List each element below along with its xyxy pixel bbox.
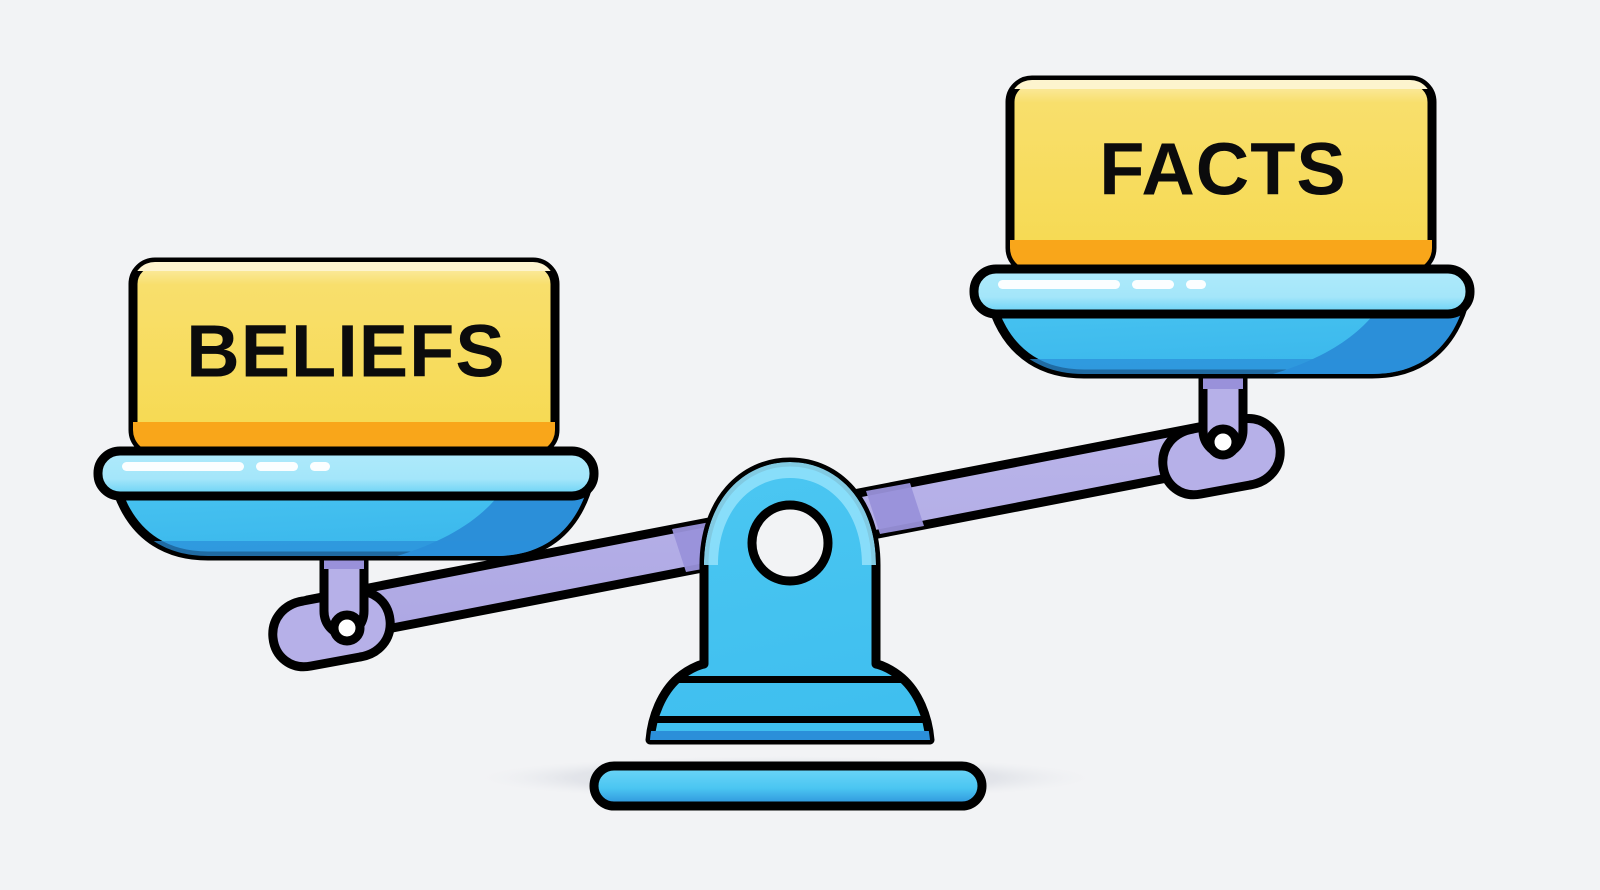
label-card-beliefs: BELIEFS bbox=[128, 257, 560, 457]
pivot-pin-left bbox=[329, 610, 365, 646]
hanger-left bbox=[268, 544, 395, 672]
pan-rim-facts bbox=[969, 264, 1475, 319]
hanger-right bbox=[1158, 364, 1285, 500]
pan-facts[interactable]: FACTS bbox=[969, 75, 1496, 393]
label-card-facts: FACTS bbox=[1005, 75, 1437, 275]
center-pillar bbox=[645, 457, 935, 745]
pivot-pin-right bbox=[1205, 424, 1241, 460]
pan-beliefs[interactable]: BELIEFS bbox=[93, 257, 620, 575]
pan-rim-beliefs bbox=[93, 446, 599, 501]
pan-label-beliefs: BELIEFS bbox=[186, 310, 505, 393]
base-foot bbox=[589, 761, 987, 811]
pan-label-facts: FACTS bbox=[1099, 128, 1347, 211]
